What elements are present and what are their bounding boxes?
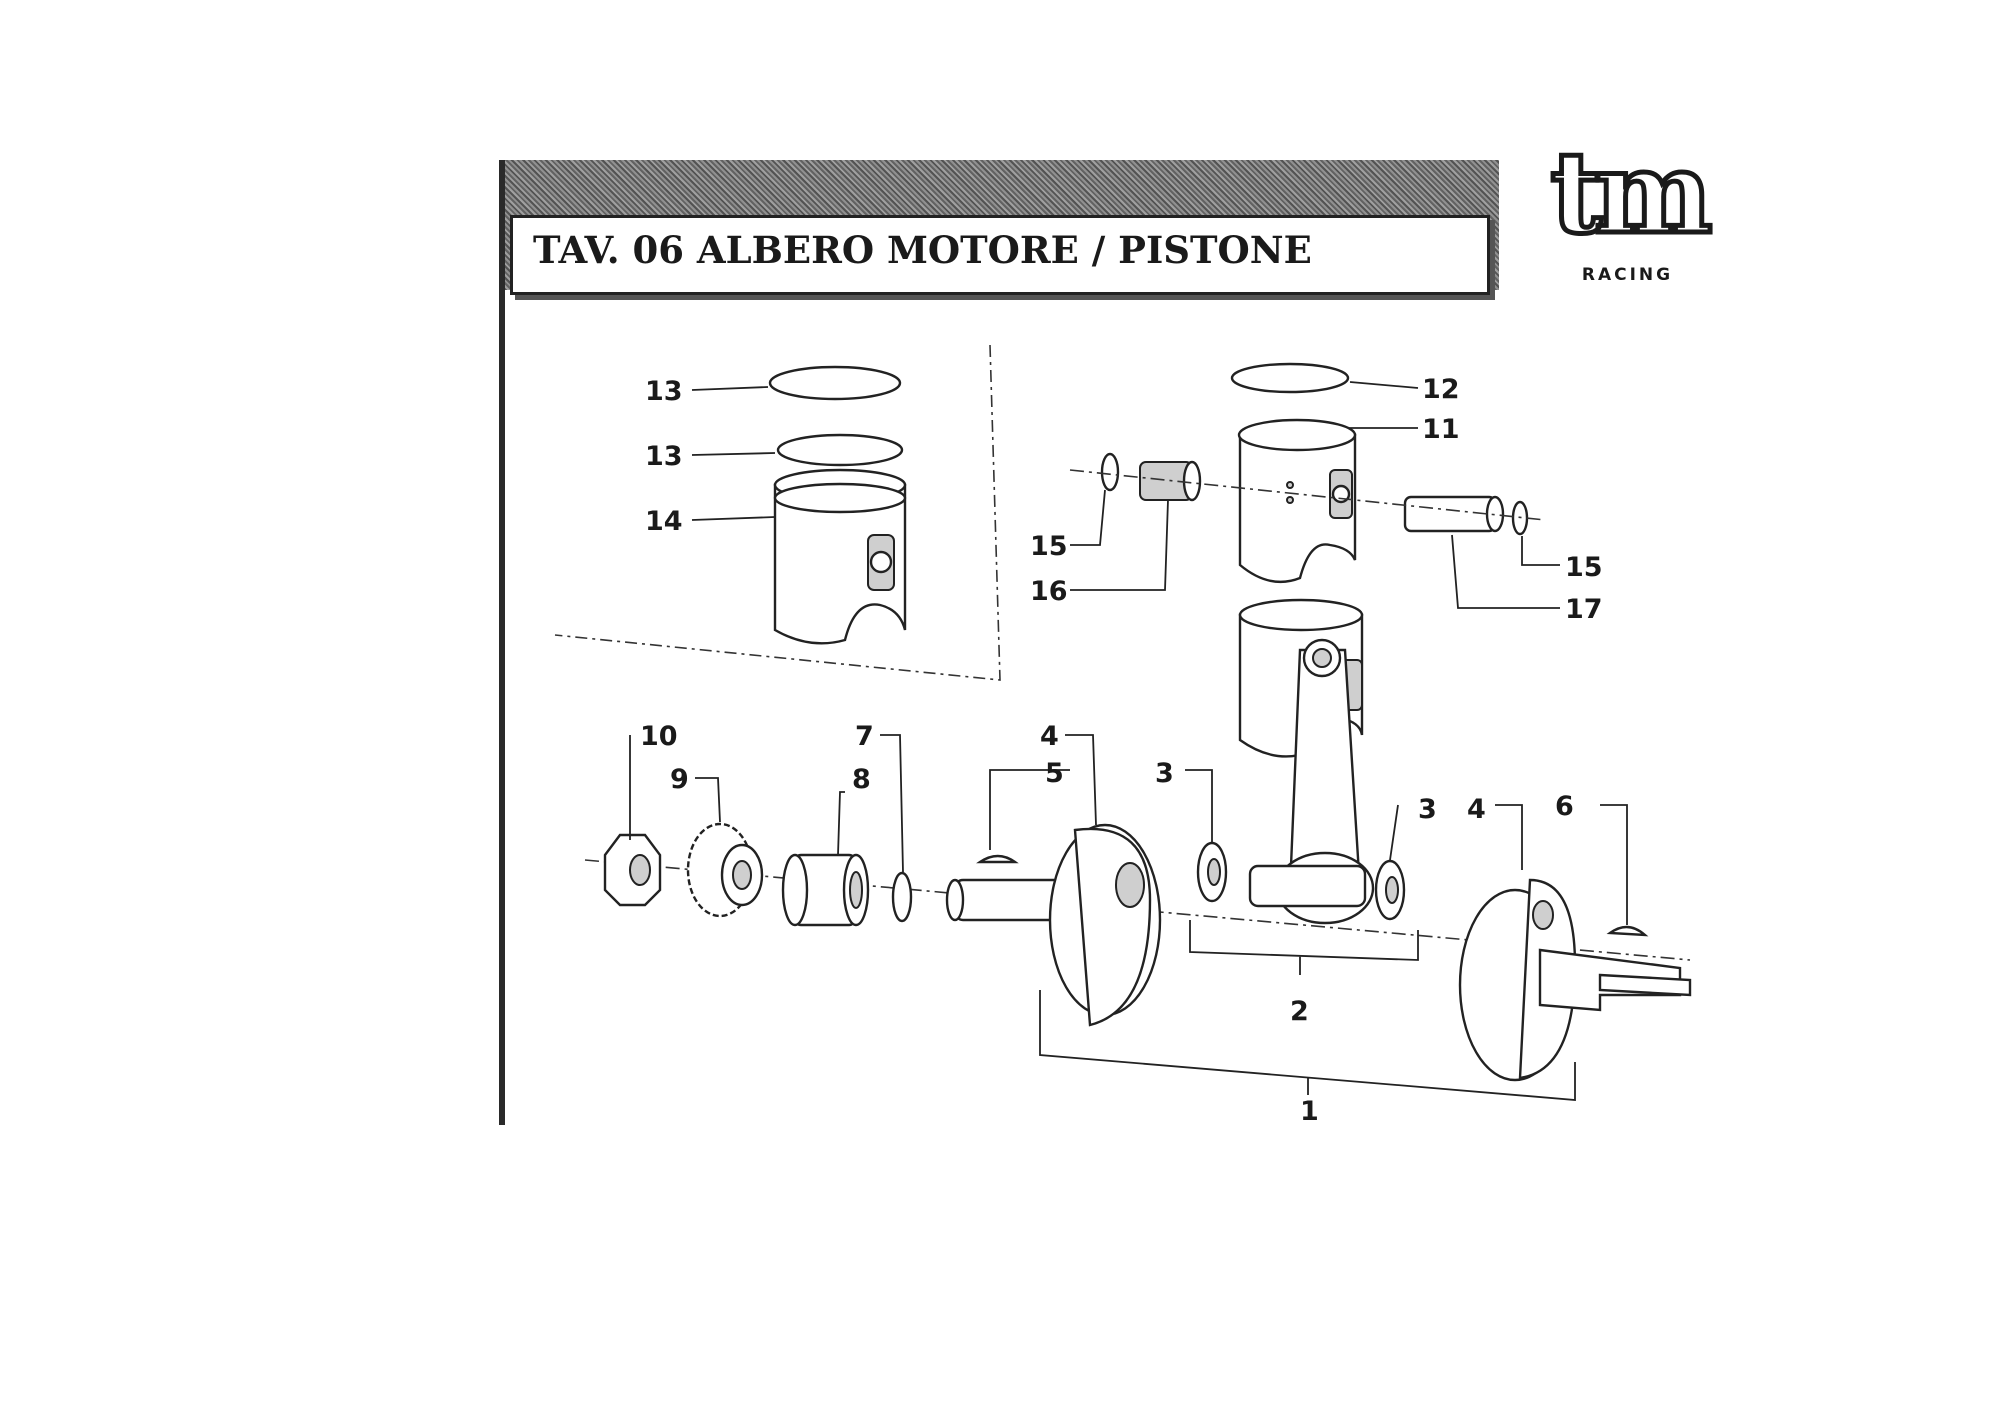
callout-2: 2 (1290, 996, 1309, 1027)
callout-4-left: 4 (1040, 721, 1059, 752)
needle-bearing-16 (1139, 460, 1202, 502)
washer-3-left (1196, 841, 1228, 903)
sheet-left-border (499, 160, 505, 1125)
callout-6: 6 (1555, 791, 1574, 822)
callout-16: 16 (1030, 576, 1068, 607)
callout-13-lower: 13 (645, 441, 683, 472)
inset-divider (554, 344, 1001, 681)
title-box: TAV. 06 ALBERO MOTORE / PISTONE (510, 215, 1490, 295)
callout-5: 5 (1045, 758, 1064, 789)
crank-pin-2 (1248, 864, 1367, 908)
crank-half-left-4 (945, 823, 1162, 1027)
callout-11: 11 (1422, 414, 1460, 445)
o-ring-7 (891, 871, 913, 923)
callout-3-left: 3 (1155, 758, 1174, 789)
woodruff-key-5 (976, 854, 1019, 864)
ring-13-upper (768, 365, 902, 401)
callout-4-right: 4 (1467, 794, 1486, 825)
piston-alt-14 (768, 365, 907, 645)
bushing-8 (781, 853, 870, 927)
callout-14: 14 (645, 506, 683, 537)
ring-12 (1230, 362, 1350, 394)
callout-3-right: 3 (1418, 794, 1437, 825)
callout-12: 12 (1422, 374, 1460, 405)
callout-13-upper: 13 (645, 376, 683, 407)
callout-15-right: 15 (1565, 552, 1603, 583)
callout-17: 17 (1565, 594, 1603, 625)
gear-9 (686, 822, 764, 918)
callout-15-left: 15 (1030, 531, 1068, 562)
piston-pin-17 (1403, 495, 1505, 533)
brand-subtitle: RACING (1581, 265, 1674, 285)
brand-logo-mark: tm (1548, 128, 1715, 259)
brand-logo: tm RACING (1535, 135, 1720, 290)
callout-1: 1 (1300, 1096, 1319, 1127)
nut-10 (603, 833, 662, 907)
woodruff-key-6 (1606, 925, 1649, 937)
ring-13-lower (776, 433, 904, 467)
crank-half-right-4 (1458, 878, 1692, 1082)
page-title: TAV. 06 ALBERO MOTORE / PISTONE (533, 228, 1312, 272)
bracket-2 (1189, 920, 1419, 975)
bracket-1 (1039, 990, 1576, 1101)
piston-11 (1230, 362, 1357, 584)
callout-9: 9 (670, 764, 689, 795)
washer-3-right (1374, 859, 1406, 921)
circlip-15-left (1100, 452, 1120, 492)
callout-10: 10 (640, 721, 678, 752)
callout-8: 8 (852, 764, 871, 795)
callout-7: 7 (855, 721, 874, 752)
